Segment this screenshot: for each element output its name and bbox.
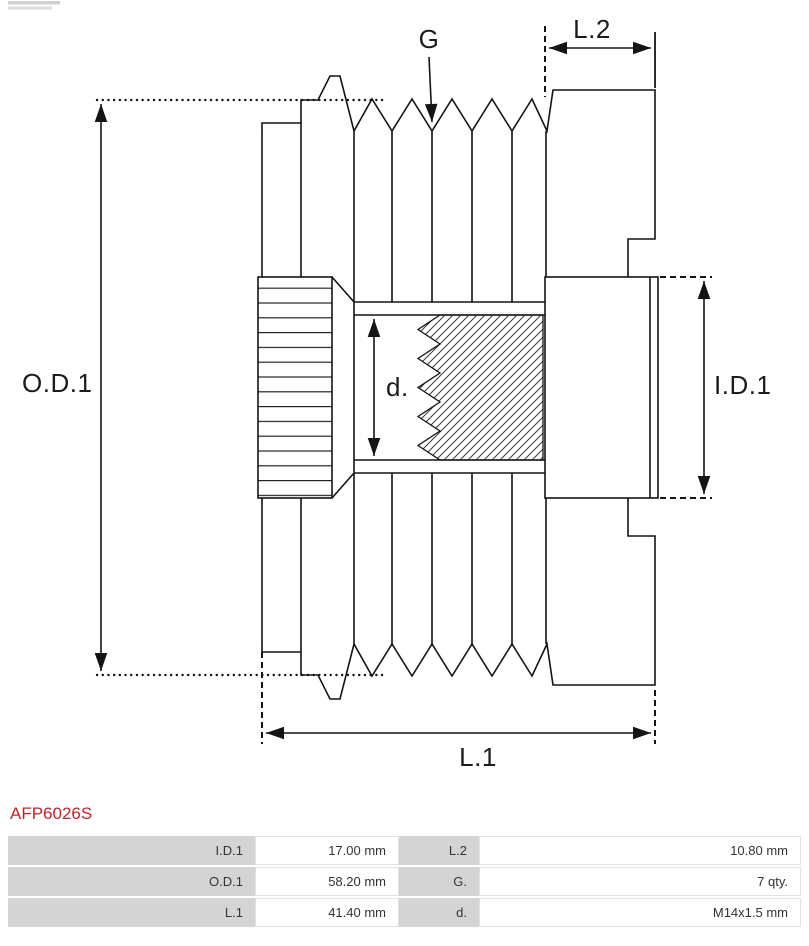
dimension-g [424, 56, 438, 123]
thread-section [416, 314, 544, 461]
spec-label-d: d. [399, 898, 479, 927]
spec-table: I.D.1 17.00 mm L.2 10.80 mm O.D.1 58.20 … [8, 834, 801, 929]
od1-label: O.D.1 [22, 368, 92, 398]
knurl-block [257, 276, 333, 499]
spec-value-d: M14x1.5 mm [479, 898, 801, 927]
spec-value-l2: 10.80 mm [479, 836, 801, 865]
id1-label: I.D.1 [714, 370, 771, 400]
spec-label-g: G. [399, 867, 479, 896]
technical-diagram: O.D.1 L.2 G I.D.1 [8, 1, 771, 772]
watermark [8, 1, 60, 10]
dimension-od1 [94, 98, 385, 677]
spec-value-od1: 58.20 mm [255, 867, 399, 896]
spec-value-id1: 17.00 mm [255, 836, 399, 865]
spec-label-l2: L.2 [399, 836, 479, 865]
spec-label-od1: O.D.1 [8, 867, 255, 896]
l1-label: L.1 [459, 742, 497, 772]
spec-value-l1: 41.40 mm [255, 898, 399, 927]
d-label: d. [386, 372, 409, 402]
spec-row-2: O.D.1 58.20 mm G. 7 qty. [8, 867, 801, 896]
spec-label-l1: L.1 [8, 898, 255, 927]
spec-row-1: I.D.1 17.00 mm L.2 10.80 mm [8, 836, 801, 865]
spec-value-g: 7 qty. [479, 867, 801, 896]
top-profile [261, 75, 656, 277]
right-hub-block [544, 276, 659, 499]
dimension-l1 [261, 652, 656, 744]
pulley-drawing [257, 75, 659, 700]
bottom-profile [261, 498, 656, 700]
product-code-link[interactable]: AFP6026S [10, 804, 93, 823]
l2-label: L.2 [573, 14, 611, 44]
dimension-l2 [544, 26, 656, 97]
spec-label-id1: I.D.1 [8, 836, 255, 865]
g-label: G [419, 24, 440, 54]
dimension-id1 [660, 276, 712, 499]
spec-row-3: L.1 41.40 mm d. M14x1.5 mm [8, 898, 801, 927]
